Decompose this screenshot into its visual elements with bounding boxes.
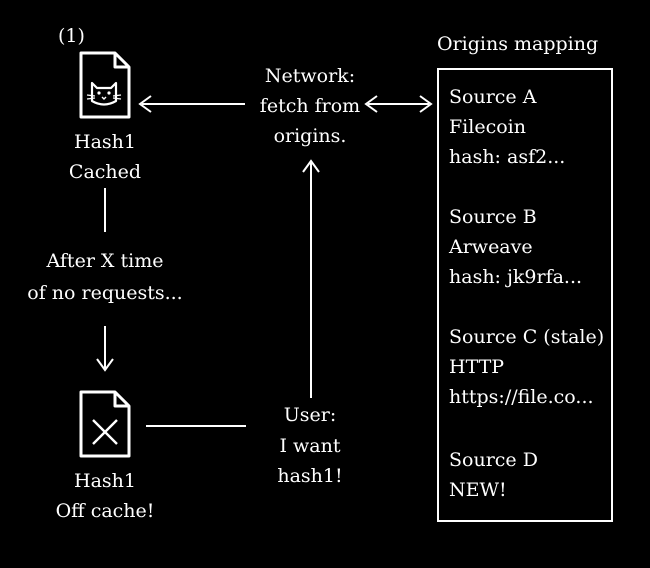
source-type: NEW! xyxy=(449,479,507,501)
arrowhead-down xyxy=(96,358,114,372)
source-type: HTTP xyxy=(449,356,505,378)
source-name: Source A xyxy=(449,86,537,108)
network-line3: origins. xyxy=(273,125,347,147)
source-entry: Source A Filecoin hash: asf2... xyxy=(449,82,614,172)
source-name: Source D xyxy=(449,449,538,471)
origins-mapping-box xyxy=(437,68,613,522)
transition-line2: of no requests... xyxy=(27,282,183,304)
arrowhead-left xyxy=(138,95,152,113)
network-line1: Network: xyxy=(264,65,356,87)
transition-line1: After X time xyxy=(46,250,164,272)
mapping-title: Origins mapping xyxy=(437,33,599,55)
bottom-file-status: Off cache! xyxy=(55,500,155,522)
source-detail: hash: asf2... xyxy=(449,146,566,168)
user-line2: I want xyxy=(279,435,341,457)
bottom-file-name: Hash1 xyxy=(74,470,136,492)
source-entry: Source B Arweave hash: jk9rfa... xyxy=(449,202,614,292)
user-line1: User: xyxy=(283,404,337,426)
source-detail: hash: jk9rfa... xyxy=(449,266,583,288)
top-file-status: Cached xyxy=(68,161,142,183)
source-detail: https://file.co... xyxy=(449,386,594,408)
step-label: (1) xyxy=(58,25,85,47)
source-type: Arweave xyxy=(449,236,533,258)
source-entry: Source D NEW! xyxy=(449,445,614,505)
top-file-name: Hash1 xyxy=(74,131,136,153)
source-name: Source B xyxy=(449,206,537,228)
user-line3: hash1! xyxy=(277,465,343,487)
source-entry: Source C (stale) HTTP https://file.co... xyxy=(449,322,614,412)
arrowhead-up xyxy=(302,159,320,173)
network-line2: fetch from xyxy=(259,95,361,117)
cat-file-icon xyxy=(79,51,131,119)
source-type: Filecoin xyxy=(449,116,526,138)
arrowhead-right xyxy=(419,95,433,113)
source-name: Source C (stale) xyxy=(449,326,605,348)
x-file-icon xyxy=(79,390,131,458)
arrowhead-left-2 xyxy=(364,95,378,113)
